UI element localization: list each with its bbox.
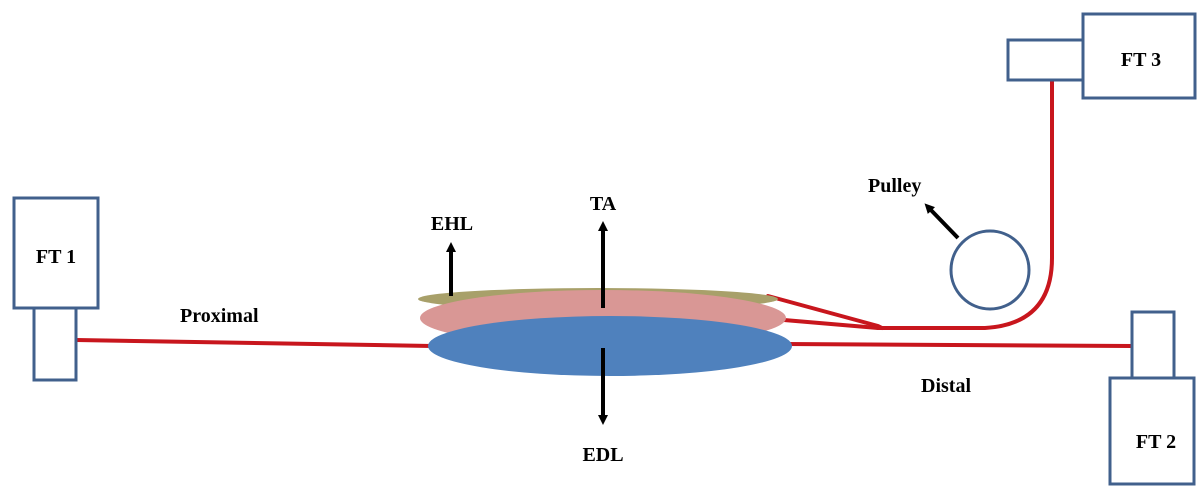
ft3-body [1081, 12, 1197, 100]
pulley-icon [949, 229, 1031, 311]
pulley-arrow-icon [924, 203, 960, 240]
ft1-body [12, 196, 100, 310]
edl-muscle [428, 316, 792, 376]
ft3-probe [1006, 38, 1085, 82]
pulley-label: Pulley [868, 175, 921, 197]
ta-label: TA [590, 193, 617, 215]
ft1-label: FT 1 [36, 246, 76, 268]
ft2-probe [1130, 310, 1176, 380]
ft2-label: FT 2 [1136, 431, 1176, 453]
edl-label: EDL [582, 444, 623, 466]
ft3-transducer [1006, 12, 1197, 100]
ta-tendon-wire [782, 318, 880, 330]
ft2-body [1108, 376, 1196, 486]
distal-label: Distal [921, 375, 971, 397]
proximal-wire [74, 338, 434, 348]
ehl-label: EHL [431, 213, 473, 235]
distal-wire [783, 342, 1134, 348]
ft1-transducer [12, 196, 100, 382]
ft2-transducer [1108, 310, 1196, 486]
muscles [418, 288, 792, 376]
proximal-label: Proximal [180, 305, 259, 327]
pulley-wire [876, 78, 1054, 330]
ft3-label: FT 3 [1121, 49, 1161, 71]
wires [74, 78, 1134, 348]
ft1-probe [32, 306, 78, 382]
